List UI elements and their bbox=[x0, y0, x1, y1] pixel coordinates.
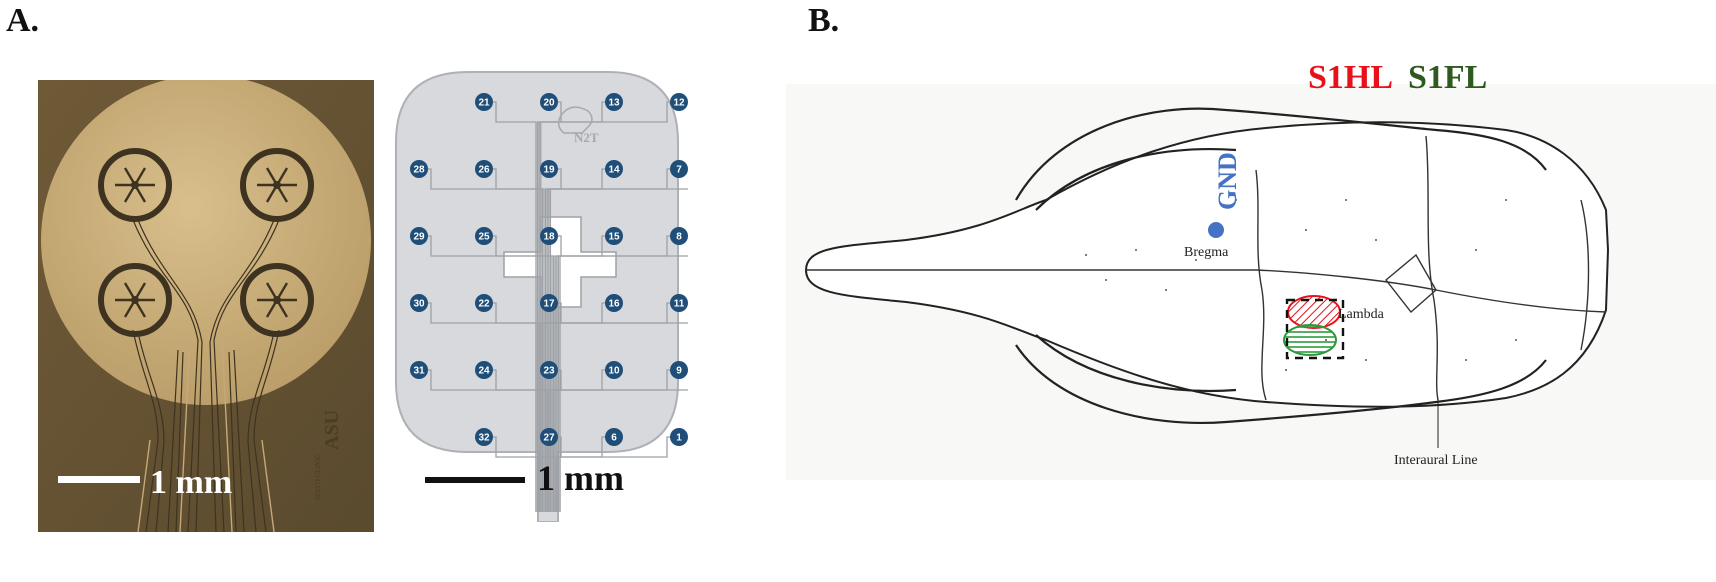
electrode-number: 31 bbox=[413, 366, 425, 377]
electrode-number: 12 bbox=[673, 98, 685, 109]
electrode-site bbox=[410, 160, 428, 178]
n2t-logo-text: N2T bbox=[574, 130, 599, 145]
electrode-site bbox=[605, 361, 623, 379]
electrode-number: 22 bbox=[478, 299, 490, 310]
gnd-electrode-dot bbox=[1208, 222, 1224, 238]
electrode-number: 27 bbox=[543, 433, 555, 444]
electrode-number: 6 bbox=[611, 433, 617, 444]
s1fl-label: S1FL bbox=[1408, 59, 1487, 96]
electrode-site bbox=[540, 227, 558, 245]
electrode-site bbox=[540, 428, 558, 446]
electrode-number: 9 bbox=[676, 366, 682, 377]
electrode-site bbox=[475, 361, 493, 379]
electrode-site bbox=[540, 294, 558, 312]
electrode-number: 21 bbox=[478, 98, 490, 109]
n2t-logo: N2T bbox=[557, 106, 599, 145]
electrode-site bbox=[670, 227, 688, 245]
electrode-site bbox=[540, 361, 558, 379]
photo-scale-label: 1 mm bbox=[150, 464, 232, 501]
photo-logo: ASU MAYO CLINIC bbox=[314, 410, 343, 500]
electrode-site bbox=[410, 227, 428, 245]
electrode-number: 10 bbox=[608, 366, 620, 377]
interaural-line-label: Interaural Line bbox=[1394, 453, 1478, 468]
electrode-site bbox=[605, 227, 623, 245]
skull-sutures bbox=[806, 135, 1607, 401]
electrode-number: 32 bbox=[478, 433, 490, 444]
electrode-trace bbox=[559, 255, 688, 512]
schematic-scale-bar bbox=[425, 477, 525, 483]
panel-letter-a: A. bbox=[6, 2, 40, 39]
s1fl-region bbox=[1283, 324, 1337, 356]
electrode-number: 8 bbox=[676, 232, 682, 243]
electrode-number: 29 bbox=[413, 232, 425, 243]
substrate-disc bbox=[41, 80, 371, 405]
electrode-number: 17 bbox=[543, 299, 555, 310]
electrode-site bbox=[670, 93, 688, 111]
electrode-number: 30 bbox=[413, 299, 425, 310]
electrode-number: 16 bbox=[608, 299, 620, 310]
photo-traces bbox=[132, 219, 280, 532]
electrode-site bbox=[540, 160, 558, 178]
electrode-trace bbox=[543, 322, 688, 512]
schematic-scale-label: 1 mm bbox=[537, 458, 624, 498]
electrode-number: 28 bbox=[413, 165, 425, 176]
photo-recording-sites bbox=[98, 148, 314, 337]
electrode-site bbox=[605, 160, 623, 178]
electrode-photo: ASU MAYO CLINIC 1 mm bbox=[38, 80, 374, 532]
electrode-number: 19 bbox=[543, 165, 555, 176]
electrode-number: 1 bbox=[676, 433, 682, 444]
electrode-site bbox=[475, 294, 493, 312]
zygomatic-arches bbox=[1015, 107, 1547, 424]
electrode-site bbox=[410, 361, 428, 379]
electrode-number: 18 bbox=[543, 232, 555, 243]
lambda-label: Lambda bbox=[1338, 307, 1385, 322]
electrode-site bbox=[670, 160, 688, 178]
electrode-number: 20 bbox=[543, 98, 555, 109]
photo-scale-bar bbox=[58, 476, 140, 483]
skull-diagram: GND Bregma Lambda Interaural Line S1HL S… bbox=[786, 59, 1716, 480]
electrode-number: 25 bbox=[478, 232, 490, 243]
electrode-site bbox=[605, 428, 623, 446]
electrode-number: 15 bbox=[608, 232, 620, 243]
s1hl-label: S1HL bbox=[1308, 59, 1393, 96]
electrode-site bbox=[475, 160, 493, 178]
panel-letter-b: B. bbox=[808, 2, 840, 39]
electrode-site bbox=[605, 93, 623, 111]
electrode-number: 7 bbox=[676, 165, 682, 176]
gnd-label: GND bbox=[1213, 152, 1242, 210]
asu-logo-text: ASU bbox=[321, 410, 343, 450]
electrode-site bbox=[540, 93, 558, 111]
electrode-number: 13 bbox=[608, 98, 620, 109]
electrode-site bbox=[410, 294, 428, 312]
electrode-site bbox=[475, 227, 493, 245]
electrode-site bbox=[670, 294, 688, 312]
electrode-number: 23 bbox=[543, 366, 555, 377]
electrode-number: 14 bbox=[608, 165, 620, 176]
mayo-logo-text: MAYO CLINIC bbox=[314, 454, 322, 500]
electrode-number: 24 bbox=[478, 366, 490, 377]
electrode-number: 11 bbox=[674, 299, 685, 310]
electrode-site bbox=[605, 294, 623, 312]
s1-regions bbox=[1283, 295, 1345, 360]
electrode-site bbox=[670, 428, 688, 446]
bregma-label: Bregma bbox=[1184, 245, 1229, 260]
array-placement-box bbox=[1285, 298, 1345, 360]
electrode-grid: 2120131228261914752925181584302217161133… bbox=[410, 93, 688, 446]
electrode-schematic: N2T 212013122826191475292518158430221716… bbox=[395, 71, 688, 522]
electrode-site bbox=[475, 93, 493, 111]
electrode-number: 26 bbox=[478, 165, 490, 176]
electrode-site bbox=[670, 361, 688, 379]
electrode-site bbox=[475, 428, 493, 446]
